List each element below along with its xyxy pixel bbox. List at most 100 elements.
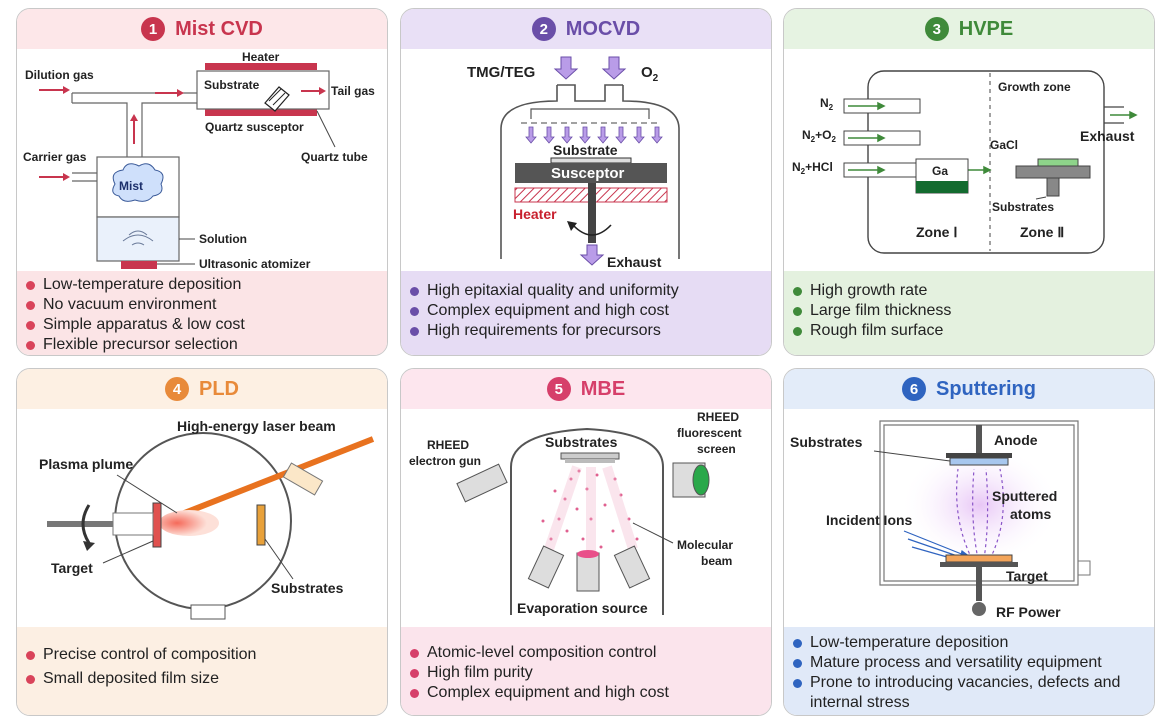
bullet-item: Atomic-level composition control: [410, 643, 771, 663]
panel-number-badge: 6: [902, 377, 926, 401]
label-n2hcl-sub: 2: [801, 167, 806, 176]
panel-title-text: PLD: [199, 377, 239, 400]
vacuum-chamber: [510, 427, 664, 615]
label-sputtered-2: atoms: [1010, 506, 1051, 522]
label-n2hcl: N: [792, 160, 801, 174]
panel-title: 4 PLD: [17, 369, 387, 409]
label-sputtered-1: Sputtered: [992, 488, 1057, 504]
label-n2o2-b: +O: [815, 128, 831, 142]
rotation-arrow: [572, 224, 612, 236]
label-ga: Ga: [932, 164, 948, 178]
bullet-item: High requirements for precursors: [410, 321, 771, 341]
solution-vessel: [96, 216, 180, 262]
label-zone1: Zone Ⅰ: [916, 224, 957, 240]
cathode-rod: [976, 567, 982, 601]
susceptor-block: [515, 163, 667, 183]
svg-text:O2: O2: [641, 64, 659, 84]
rotation-arrow: [81, 504, 91, 544]
bullet-area: [401, 627, 771, 715]
sputtered-atom-paths: [956, 468, 1004, 560]
label-substrate: Substrate: [553, 142, 618, 158]
bullet-item: Complex equipment and high cost: [410, 301, 771, 321]
substrate: [949, 457, 1009, 466]
panel-hvpe: 3 HVPE Growth zone N2 N2+O2 N2+HCl Exhau: [783, 8, 1155, 356]
anode-rod: [976, 425, 982, 455]
mbe-diagram: Substrates Evaporation source RH: [401, 409, 771, 621]
rheed-electron-gun: [456, 463, 508, 503]
substrate-plate: [256, 504, 266, 546]
label-n2-sub: 2: [829, 103, 834, 112]
label-anode: Anode: [994, 432, 1038, 448]
label-substrate: Substrate: [204, 78, 260, 92]
panel-mbe: 5 MBE Substrates Evapora: [400, 368, 772, 716]
bullet-item: Low-temperature deposition: [26, 275, 387, 295]
bullet-item: Mature process and versatility equipment: [793, 653, 1140, 673]
bullet-item: Simple apparatus & low cost: [26, 315, 387, 335]
panel-title: 3 HVPE: [784, 9, 1154, 49]
panel-number-badge: 2: [531, 17, 556, 41]
panel-title: 5 MBE: [401, 369, 771, 409]
label-substrates: Substrates: [545, 434, 618, 450]
label-quartz-tube: Quartz tube: [301, 150, 368, 164]
label-evaporation: Evaporation source: [517, 600, 648, 616]
inlet-arrow-left: [553, 56, 579, 80]
bullet-item: High epitaxial quality and uniformity: [410, 281, 771, 301]
molecular-beam: [541, 469, 639, 549]
bullet-item: High film purity: [410, 663, 771, 683]
panel-pld: 4 PLD High-energy laser beam Plasma plum…: [16, 368, 388, 716]
bullet-area: [784, 627, 1154, 715]
label-rheed-gun-2: electron gun: [409, 454, 481, 468]
substrate-holder: [1015, 165, 1091, 179]
panel-title: 1 Mist CVD: [17, 9, 387, 49]
label-beam-1: Molecular: [677, 538, 733, 552]
plasma-plume: [159, 510, 219, 536]
ultrasonic-transducer: [121, 261, 157, 269]
label-rheed-screen-3: screen: [697, 442, 736, 456]
hvpe-diagram: Growth zone N2 N2+O2 N2+HCl Exhaust Ga G…: [784, 49, 1154, 271]
label-gacl: GaCl: [990, 138, 1018, 152]
bullet-item: Precise control of composition: [26, 645, 387, 665]
label-susceptor: Susceptor: [551, 165, 625, 182]
label-tmg: TMG/TEG: [467, 64, 535, 81]
panel-number-badge: 1: [141, 17, 166, 41]
label-n2o2-bsub: 2: [831, 135, 836, 144]
panel-number-badge: 3: [924, 17, 949, 41]
label-mist: Mist: [119, 179, 143, 193]
label-n2o2: N: [802, 128, 811, 142]
bullet-list: Atomic-level composition control High fi…: [401, 643, 771, 703]
ga-melt: [916, 181, 968, 193]
heater-top: [205, 63, 317, 70]
substrate-holder: [560, 452, 620, 460]
target-disk: [152, 502, 162, 548]
substrate-film: [1037, 158, 1079, 167]
bullet-list: Precise control of composition Small dep…: [17, 645, 387, 689]
label-target: Target: [1006, 568, 1048, 584]
panel-title: 2 MOCVD: [401, 9, 771, 49]
target-holder: [112, 512, 154, 536]
mist-cvd-diagram: Heater Dilution gas Substrate Quartz sus…: [17, 49, 387, 271]
label-n2o2-sub: 2: [811, 135, 816, 144]
bullet-item: Flexible precursor selection: [26, 335, 387, 355]
bullet-list: Low-temperature deposition Mature proces…: [784, 633, 1154, 713]
bullet-item: Complex equipment and high cost: [410, 683, 771, 703]
label-atomizer: Ultrasonic atomizer: [199, 257, 311, 271]
bullet-list: High growth rate Large film thickness Ro…: [784, 281, 1154, 341]
panel-mocvd: 2 MOCVD TMG/TEG O2 Substr: [400, 8, 772, 356]
label-tail-gas: Tail gas: [331, 84, 375, 98]
bullet-item: Low-temperature deposition: [793, 633, 1140, 653]
gas-flow-arrows: [525, 126, 663, 144]
bottom-port: [190, 604, 226, 620]
label-dilution: Dilution gas: [25, 68, 94, 82]
label-exhaust: Exhaust: [607, 254, 662, 270]
rf-power-source: [972, 602, 986, 616]
panel-sputtering: 6 Sputtering Anode Substrates Sputtered …: [783, 368, 1155, 716]
susceptor-shaft: [588, 183, 596, 243]
label-ions: Incident Ions: [826, 512, 913, 528]
bullet-area: [784, 271, 1154, 355]
label-o2-sub: 2: [653, 73, 659, 84]
panel-title-text: Sputtering: [936, 377, 1036, 400]
label-carrier: Carrier gas: [23, 150, 87, 164]
rheed-fluorescent-screen: [692, 464, 710, 496]
svg-text:N2+O2: N2+O2: [802, 128, 836, 144]
label-n2hcl-b: +HCl: [805, 160, 833, 174]
